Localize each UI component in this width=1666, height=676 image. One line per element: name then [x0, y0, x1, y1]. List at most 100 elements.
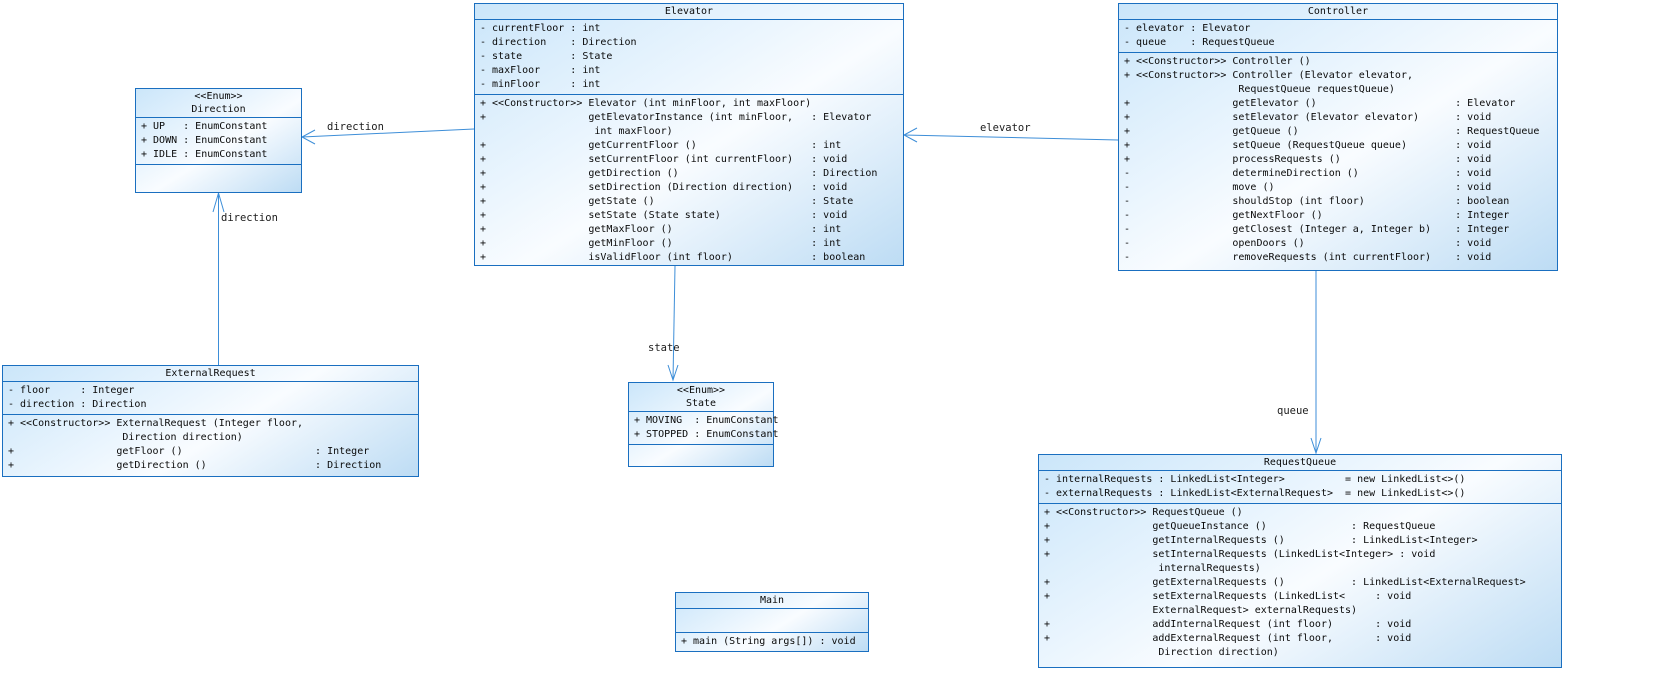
member-row: + STOPPED : EnumConstant	[634, 429, 779, 440]
member-row: Elevator	[664, 6, 714, 17]
member-row: + getElevatorInstance (int minFloor, : E…	[480, 112, 872, 123]
class-box-requestqueue[interactable]: RequestQueue - internalRequests : Linked…	[1038, 454, 1562, 668]
open-arrowhead-icon	[667, 364, 679, 382]
open-arrowhead-icon	[212, 191, 225, 213]
member-row: Direction direction)	[8, 432, 243, 443]
methods-compartment: + <<Constructor>> RequestQueue () + getQu…	[1039, 504, 1561, 667]
member-row: - queue : RequestQueue	[1124, 37, 1275, 48]
class-title: ExternalRequest	[3, 366, 418, 382]
class-box-elevator[interactable]: Elevator - currentFloor : int - direction…	[474, 3, 904, 266]
member-row: - getNextFloor () : Integer	[1124, 210, 1510, 221]
member-row: + <<Constructor>> RequestQueue ()	[1044, 507, 1243, 518]
member-row: <<Enum>>	[676, 385, 726, 396]
member-row: + setExternalRequests (LinkedList< : voi…	[1044, 591, 1412, 602]
methods-compartment	[629, 445, 773, 466]
member-row: - direction : Direction	[480, 37, 637, 48]
member-row: + UP : EnumConstant	[141, 121, 268, 132]
member-row: + setCurrentFloor (int currentFloor) : v…	[480, 154, 848, 165]
association-label-direction[interactable]: direction	[327, 121, 384, 133]
association-controller-elevator[interactable]	[902, 127, 1119, 143]
member-row: + <<Constructor>> Elevator (int minFloor…	[480, 98, 812, 109]
member-row: - getClosest (Integer a, Integer b) : In…	[1124, 224, 1510, 235]
member-row: RequestQueue requestQueue)	[1124, 84, 1395, 95]
methods-compartment: + <<Constructor>> ExternalRequest (Integ…	[3, 415, 418, 476]
member-row: - floor : Integer	[8, 385, 135, 396]
class-box-main[interactable]: Main + main (String args[]) : void	[675, 592, 869, 652]
class-title: <<Enum>> State	[629, 383, 773, 412]
member-row: - minFloor : int	[480, 79, 601, 90]
member-row: - openDoors () : void	[1124, 238, 1492, 249]
member-row: + getElevator () : Elevator	[1124, 98, 1516, 109]
member-row: + getMaxFloor () : int	[480, 224, 842, 235]
association-label-state[interactable]: state	[648, 342, 680, 354]
methods-compartment: + <<Constructor>> Controller () + <<Const…	[1119, 53, 1557, 270]
association-elevator-direction[interactable]	[300, 128, 475, 145]
member-row: + getDirection () : Direction	[480, 168, 878, 179]
member-row: - maxFloor : int	[480, 65, 601, 76]
member-row: + getDirection () : Direction	[8, 460, 382, 471]
member-row: + getExternalRequests () : LinkedList<Ex…	[1044, 577, 1526, 588]
association-controller-requestqueue[interactable]	[1310, 271, 1322, 455]
member-row: + main (String args[]) : void	[681, 636, 856, 647]
member-row: - currentFloor : int	[480, 23, 601, 34]
class-title: Controller	[1119, 4, 1557, 20]
member-row: + setDirection (Direction direction) : v…	[480, 182, 848, 193]
association-externalrequest-direction[interactable]	[212, 191, 225, 365]
member-row: + setElevator (Elevator elevator) : void	[1124, 112, 1492, 123]
methods-compartment: + <<Constructor>> Elevator (int minFloor…	[475, 95, 903, 267]
member-row: + DOWN : EnumConstant	[141, 135, 268, 146]
association-label-elevator[interactable]: elevator	[980, 122, 1031, 134]
member-row: + <<Constructor>> ExternalRequest (Integ…	[8, 418, 304, 429]
class-box-externalrequest[interactable]: ExternalRequest - floor : Integer - direc…	[2, 365, 419, 477]
member-row: + IDLE : EnumConstant	[141, 149, 268, 160]
methods-compartment: + main (String args[]) : void	[676, 633, 868, 651]
methods-compartment	[136, 165, 301, 192]
class-box-controller[interactable]: Controller - elevator : Elevator - queue …	[1118, 3, 1558, 271]
member-row: - shouldStop (int floor) : boolean	[1124, 196, 1510, 207]
member-row: + <<Constructor>> Controller (Elevator e…	[1124, 70, 1413, 81]
member-row: - determineDirection () : void	[1124, 168, 1492, 179]
member-row: State	[685, 398, 717, 409]
attributes-compartment: - floor : Integer - direction : Direction	[3, 382, 418, 415]
member-row: internalRequests)	[1044, 563, 1261, 574]
member-row: + setInternalRequests (LinkedList<Intege…	[1044, 549, 1436, 560]
member-row: - removeRequests (int currentFloor) : vo…	[1124, 252, 1492, 263]
member-row: + getQueueInstance () : RequestQueue	[1044, 521, 1436, 532]
member-row: + addExternalRequest (int floor, : void	[1044, 633, 1412, 644]
member-row: + addInternalRequest (int floor) : void	[1044, 619, 1412, 630]
member-row: Controller	[1307, 6, 1369, 17]
member-row: + getMinFloor () : int	[480, 238, 842, 249]
member-row: - internalRequests : LinkedList<Integer>…	[1044, 474, 1466, 485]
member-row: + getQueue () : RequestQueue	[1124, 126, 1540, 137]
member-row: + getState () : State	[480, 196, 854, 207]
member-row: - state : State	[480, 51, 613, 62]
attributes-compartment: + UP : EnumConstant + DOWN : EnumConstant…	[136, 118, 301, 165]
attributes-compartment: - elevator : Elevator - queue : RequestQu…	[1119, 20, 1557, 53]
member-row: int maxFloor)	[480, 126, 673, 137]
attributes-compartment: - internalRequests : LinkedList<Integer>…	[1039, 471, 1561, 504]
association-elevator-state[interactable]	[667, 265, 679, 382]
class-title: Elevator	[475, 4, 903, 20]
open-arrowhead-icon	[1310, 437, 1322, 455]
member-row: + setQueue (RequestQueue queue) : void	[1124, 140, 1492, 151]
attributes-compartment	[676, 609, 868, 633]
association-label-direction[interactable]: direction	[221, 212, 278, 224]
member-row: + setState (State state) : void	[480, 210, 848, 221]
class-title: <<Enum>>Direction	[136, 89, 301, 118]
association-label-queue[interactable]: queue	[1277, 405, 1309, 417]
class-box-state[interactable]: <<Enum>>State + MOVING : EnumConstant+ S…	[628, 382, 779, 467]
class-title: Main	[676, 593, 868, 609]
member-row: - direction : Direction	[8, 399, 147, 410]
class-box-direction[interactable]: <<Enum>>Direction + UP : EnumConstant + D…	[135, 88, 302, 193]
member-row: - externalRequests : LinkedList<External…	[1044, 488, 1466, 499]
member-row: + getCurrentFloor () : int	[480, 140, 842, 151]
member-row: - elevator : Elevator	[1124, 23, 1251, 34]
member-row: + <<Constructor>> Controller ()	[1124, 56, 1311, 67]
member-row: - move () : void	[1124, 182, 1492, 193]
member-row: Main	[759, 595, 785, 606]
open-arrowhead-icon	[300, 129, 316, 145]
member-row: RequestQueue	[1263, 457, 1337, 468]
class-title: RequestQueue	[1039, 455, 1561, 471]
